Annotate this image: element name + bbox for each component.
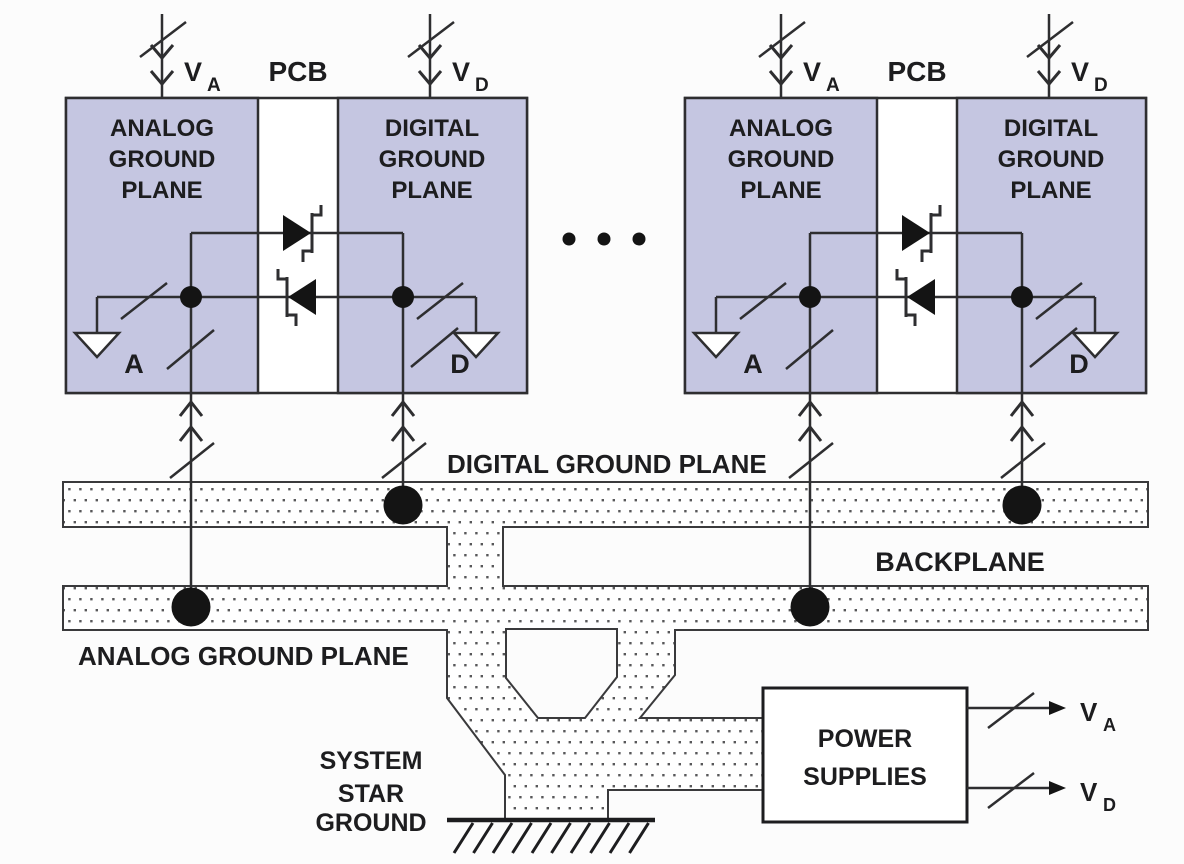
ground-triangle-icon [72,331,122,359]
earth-ground-icon [447,817,655,854]
digital-plane-line2: GROUND [379,146,486,173]
analog-bus-label: ANALOG GROUND PLANE [78,641,409,671]
digital-plane-label: DIGITAL GROUND PLANE [379,115,486,204]
star-ground-bus [62,481,1149,821]
star-ground-line1: SYSTEM [320,747,423,775]
wire-slash-icon [416,282,464,320]
junction-dot [180,286,202,308]
power-supplies-line1: POWER [818,725,912,753]
analog-ground-ref-label: A [124,349,144,379]
ground-triangle-icon [451,331,501,359]
digital-plane-line1: DIGITAL [385,115,479,142]
multi-wire-arrow-down-icon [149,44,175,87]
junction-dot [392,286,414,308]
supply-output-analog-label: V [1080,697,1098,727]
analog-plane-label: ANALOG GROUND PLANE [109,115,216,204]
pcb-title: PCB [268,56,327,87]
analog-plane-line2: GROUND [109,146,216,173]
wire-slash-icon [120,282,168,320]
arrow-right-icon [1049,701,1066,715]
star-ground-line3: GROUND [315,809,426,837]
continuation-ellipsis-icon [562,232,646,246]
supply-output-digital: V D [967,772,1116,815]
supply-input-analog: V A [139,14,221,98]
star-ground-line2: STAR [338,780,404,808]
supply-output-analog: V A [967,692,1116,735]
multi-wire-arrow-down-icon [417,44,443,87]
supply-input-digital-sub: D [475,75,489,96]
digital-ground-ref-label: D [450,349,470,379]
wire-slash-icon [987,772,1035,809]
digital-bus-label: DIGITAL GROUND PLANE [447,449,767,479]
digital-bus-junction-dot [383,485,423,525]
system-star-ground-label: SYSTEM STAR GROUND [315,747,426,837]
supply-input-analog-sub: A [207,75,221,96]
wire-slash-icon [169,442,215,479]
power-supplies-block: POWER SUPPLIES V A V D [761,686,1116,824]
backplane-label: BACKPLANE [875,547,1045,577]
analog-plane-line3: PLANE [121,177,202,204]
multi-wire-arrow-up-icon [178,399,204,442]
analog-bus-junction-dot [171,587,211,627]
wire-slash-icon [381,442,427,479]
arrow-right-icon [1049,781,1066,795]
power-supplies-line2: SUPPLIES [803,763,927,791]
supply-output-digital-sub: D [1103,795,1116,815]
pcb-left: V A V D PCB ANALOG GROUND PLANE DIGITAL … [64,14,529,627]
supply-input-digital-label: V [452,57,470,87]
supply-output-digital-label: V [1080,777,1098,807]
multi-wire-arrow-up-icon [390,399,416,442]
supply-output-analog-sub: A [1103,715,1116,735]
supply-input-digital: V D [407,14,489,98]
wire-slash-icon [139,21,187,58]
backplane-connector-arrows [169,399,427,479]
schottky-diode-right-icon [283,205,323,262]
digital-plane-line3: PLANE [391,177,472,204]
wire-slash-icon [410,327,459,368]
analog-plane-line1: ANALOG [110,115,214,142]
schottky-diode-left-icon [276,269,316,326]
digital-ground-plane-region [336,96,529,395]
wire-slash-icon [166,329,215,370]
wire-slash-icon [407,21,455,58]
wire-slash-icon [987,692,1035,729]
power-supplies-box [761,686,969,824]
supply-input-analog-label: V [184,57,202,87]
